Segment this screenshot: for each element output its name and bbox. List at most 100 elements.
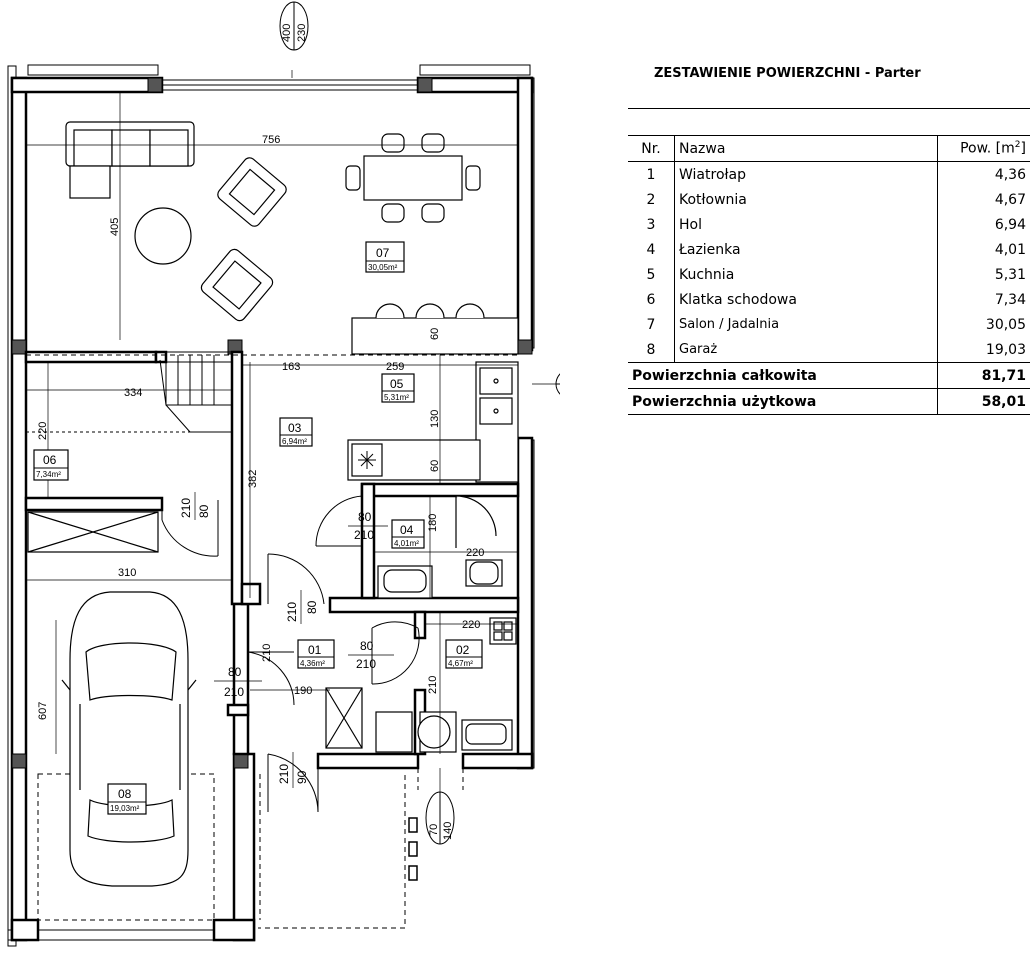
door-boiler-width: 80 <box>360 639 374 653</box>
dim-bath-depth: 180 <box>427 514 439 532</box>
header-nr: Nr. <box>628 135 675 162</box>
header-area-sup: 2 <box>1014 140 1021 151</box>
room-tag-02: 02 4,67m² <box>445 639 483 669</box>
row-name: Salon / Jadalnia <box>674 312 938 337</box>
dim-garage-width: 310 <box>118 567 136 579</box>
row-nr: 6 <box>628 287 675 312</box>
row-nr: 1 <box>628 161 675 187</box>
row-name: Garaż <box>674 337 938 363</box>
wardrobe <box>325 687 363 749</box>
room-number: 07 <box>376 246 390 260</box>
door-garage-height: 210 <box>224 685 244 699</box>
dining-table <box>345 133 481 223</box>
dim-bath-width: 220 <box>466 547 484 559</box>
dimension-lines <box>26 70 560 800</box>
row-name: Wiatrołap <box>674 161 938 187</box>
dim-kitchen-width: 259 <box>386 361 404 373</box>
room-area: 19,03m² <box>110 804 140 813</box>
dim-hall: 163 <box>282 361 300 373</box>
door-label-underlines <box>194 492 394 788</box>
bathroom-fixtures <box>377 495 503 599</box>
row-nr: 8 <box>628 337 675 363</box>
front-window-width-label: 70 <box>428 824 440 836</box>
row-nr: 3 <box>628 212 675 237</box>
room-area: 7,34m² <box>36 470 61 479</box>
room-tag-03: 03 6,94m² <box>279 417 313 447</box>
row-area: 6,94 <box>994 216 1026 233</box>
room-area: 5,31m² <box>384 393 409 402</box>
row-area: 4,01 <box>994 241 1026 258</box>
kitchen-island <box>351 303 519 355</box>
row-name: Klatka schodowa <box>674 287 938 312</box>
row-name: Kuchnia <box>674 262 938 287</box>
dashed-lines <box>26 354 518 929</box>
row-name: Hol <box>674 212 938 237</box>
row-name: Kotłownia <box>674 187 938 212</box>
top-window-width-label: 400 <box>281 24 293 42</box>
dim-hol-depth: 382 <box>247 470 259 488</box>
dim-boiler-width: 220 <box>462 619 480 631</box>
door-garage-width: 80 <box>228 665 242 679</box>
row-nr: 5 <box>628 262 675 287</box>
total-label: Powierzchnia całkowita <box>628 362 938 389</box>
front-window-height-label: 140 <box>442 822 454 840</box>
door-entrance-width: 90 <box>295 770 309 784</box>
front-steps <box>408 817 418 881</box>
armchair-1 <box>217 157 287 227</box>
door-hall-height: 210 <box>285 602 299 622</box>
door-bath-height: 210 <box>354 528 374 542</box>
room-tag-04: 04 4,01m² <box>391 519 425 549</box>
boiler-room-fixtures <box>375 617 517 753</box>
row-area: 4,36 <box>994 166 1026 183</box>
round-rug <box>134 207 192 265</box>
room-area: 30,05m² <box>368 263 398 272</box>
room-number: 02 <box>456 643 470 657</box>
dim-boiler-depth: 210 <box>427 676 439 694</box>
room-number: 05 <box>390 377 404 391</box>
area-summary: ZESTAWIENIE POWIERZCHNI - Parter Nr. Naz… <box>628 64 1030 415</box>
row-nr: 7 <box>628 312 675 337</box>
table-header-row: Nr. Nazwa Pow. [m2] <box>628 135 1030 162</box>
dim-wiatrolap-depth: 210 <box>261 644 273 662</box>
dim-stair-width: 334 <box>124 387 142 399</box>
total-value: 81,71 <box>937 362 1030 389</box>
row-nr: 2 <box>628 187 675 212</box>
armchair-2 <box>200 248 274 322</box>
summary-title: ZESTAWIENIE POWIERZCHNI - Parter <box>654 66 921 81</box>
dim-stair-depth: 220 <box>37 422 49 440</box>
row-area: 5,31 <box>994 266 1026 283</box>
car-icon <box>61 591 197 887</box>
room-tag-01: 01 4,36m² <box>297 639 335 669</box>
dim-kitchen-d3: 60 <box>429 460 441 472</box>
sofa <box>65 121 195 199</box>
door-swings <box>161 495 420 813</box>
window-callout-front: 70 140 <box>425 791 455 845</box>
door-hall-width: 80 <box>305 600 319 614</box>
room-number: 01 <box>308 643 322 657</box>
top-window <box>161 79 419 91</box>
header-area-prefix: Pow. [m <box>960 140 1015 157</box>
room-tag-05: 05 5,31m² <box>381 373 415 403</box>
door-boiler-height: 210 <box>356 657 376 671</box>
room-number: 08 <box>118 787 132 801</box>
room-tag-07: 07 30,05m² <box>365 241 405 273</box>
garage-gate-box <box>27 511 159 553</box>
header-name: Nazwa <box>674 135 938 162</box>
row-nr: 4 <box>628 237 675 262</box>
row-area: 19,03 <box>937 337 1030 363</box>
door-stair-height: 210 <box>179 498 193 518</box>
window-callout-top: 400 230 <box>279 1 309 51</box>
top-window-height-label: 230 <box>296 24 308 42</box>
window-callout-kitchen: 130 140 <box>555 373 560 395</box>
dim-salon-width: 756 <box>262 134 280 146</box>
row-name: Łazienka <box>674 237 938 262</box>
door-stair-width: 80 <box>197 504 211 518</box>
